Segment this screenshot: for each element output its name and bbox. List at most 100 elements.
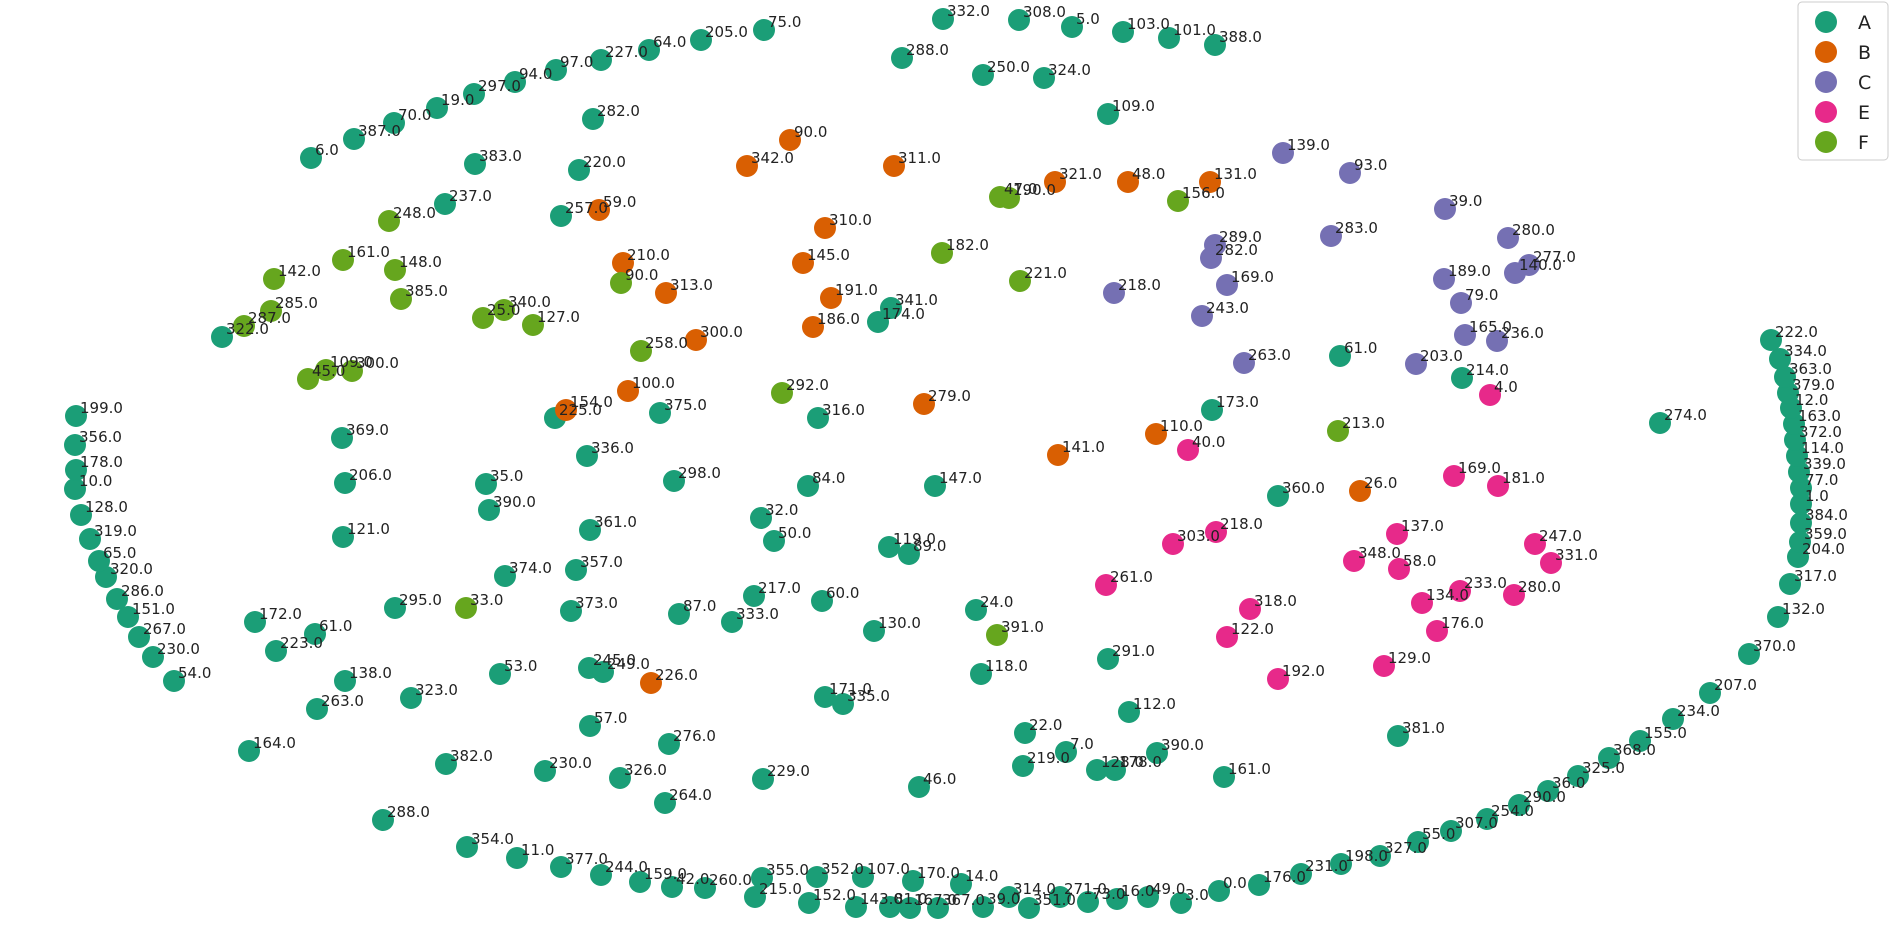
scatter-point-B-1	[555, 399, 577, 421]
point-label: 321.0	[1059, 165, 1102, 183]
point-label: 165.0	[1469, 318, 1512, 336]
point-label: 12.0	[1795, 391, 1828, 409]
point-label: 167.0	[914, 891, 957, 909]
scatter-point-C-9	[1450, 292, 1472, 314]
scatter-point-A-13	[1662, 708, 1684, 730]
scatter-point-C-6	[1204, 234, 1226, 256]
scatter-point-A-158	[1204, 34, 1226, 56]
point-label: 210.0	[627, 246, 670, 264]
scatter-point-C-13	[1497, 227, 1519, 249]
point-label: 39.0	[1449, 192, 1482, 210]
point-label: 223.0	[280, 634, 323, 652]
point-label: 258.0	[645, 334, 688, 352]
scatter-point-A-84	[1097, 648, 1119, 670]
scatter-point-A-113	[878, 536, 900, 558]
scatter-point-A-61	[163, 670, 185, 692]
point-label: 19.0	[441, 91, 474, 109]
scatter-point-C-1	[1405, 353, 1427, 375]
point-label: 134.0	[1426, 586, 1469, 604]
scatter-point-A-5	[1407, 831, 1429, 853]
point-label: 127.0	[537, 308, 580, 326]
point-label: 310.0	[829, 211, 872, 229]
point-label: 325.0	[1582, 759, 1625, 777]
point-label: 339.0	[1803, 455, 1846, 473]
point-label: 186.0	[817, 310, 860, 328]
scatter-point-A-153	[1033, 67, 1055, 89]
point-label: 383.0	[479, 147, 522, 165]
scatter-point-A-111	[863, 620, 885, 642]
scatter-point-F-13	[522, 314, 544, 336]
scatter-point-C-14	[1320, 225, 1342, 247]
scatter-point-A-68	[79, 528, 101, 550]
scatter-point-A-25	[1784, 429, 1806, 451]
point-label: 236.0	[1501, 324, 1544, 342]
point-label: 100.0	[632, 374, 675, 392]
point-label: 336.0	[591, 439, 634, 457]
point-label: 148.0	[399, 253, 442, 271]
scatter-point-A-93	[658, 733, 680, 755]
point-label: 340.0	[508, 293, 551, 311]
point-label: 154.0	[570, 393, 613, 411]
point-label: 130.0	[878, 614, 921, 632]
scatter-point-A-138	[300, 147, 322, 169]
point-label: 101.0	[1173, 21, 1216, 39]
point-label: 163.0	[1798, 407, 1841, 425]
scatter-point-A-116	[384, 597, 406, 619]
point-label: 119.0	[893, 530, 936, 548]
point-label: 190.0	[1013, 181, 1056, 199]
scatter-point-A-137	[211, 326, 233, 348]
scatter-point-A-60	[238, 740, 260, 762]
scatter-point-F-15	[263, 268, 285, 290]
point-label: 109.0	[330, 353, 373, 371]
scatter-point-F-1	[455, 597, 477, 619]
point-label: 292.0	[786, 376, 829, 394]
point-label: 81.0	[894, 890, 927, 908]
scatter-point-A-125	[797, 475, 819, 497]
point-label: 373.0	[575, 594, 618, 612]
scatter-point-A-103	[592, 661, 614, 683]
point-label: 36.0	[1552, 774, 1585, 792]
scatter-point-A-62	[142, 646, 164, 668]
point-label: 217.0	[758, 579, 801, 597]
scatter-point-A-41	[950, 873, 972, 895]
scatter-point-A-43	[902, 870, 924, 892]
scatter-point-A-78	[1012, 755, 1034, 777]
scatter-point-A-89	[654, 792, 676, 814]
point-label: 388.0	[1219, 28, 1262, 46]
point-label: 249.0	[607, 655, 650, 673]
scatter-point-A-97	[334, 670, 356, 692]
point-label: 316.0	[822, 401, 865, 419]
point-label: 132.0	[1782, 600, 1825, 618]
point-label: 169.0	[1231, 268, 1274, 286]
scatter-point-A-65	[106, 588, 128, 610]
scatter-point-A-119	[579, 519, 601, 541]
point-label: 229.0	[767, 762, 810, 780]
point-label: 277.0	[1533, 248, 1576, 266]
scatter-point-A-15	[1738, 643, 1760, 665]
scatter-point-A-71	[65, 459, 87, 481]
point-label: 214.0	[1466, 361, 1509, 379]
point-label: 176.0	[1263, 868, 1306, 886]
scatter-point-F-12	[493, 299, 515, 321]
scatter-point-E-17	[1487, 475, 1509, 497]
scatter-point-A-134	[1451, 367, 1473, 389]
point-label: 231.0	[1305, 857, 1348, 875]
scatter-point-F-5	[341, 360, 363, 382]
scatter-point-A-123	[331, 427, 353, 449]
scatter-point-A-7	[1476, 808, 1498, 830]
point-label: 139.0	[1287, 136, 1330, 154]
point-label: 112.0	[1133, 695, 1176, 713]
point-label: 254.0	[1491, 802, 1534, 820]
point-label: 374.0	[509, 559, 552, 577]
point-label: 370.0	[1753, 637, 1796, 655]
scatter-point-C-16	[1339, 162, 1361, 184]
point-label: 128.0	[1101, 753, 1144, 771]
point-label: 151.0	[132, 600, 175, 618]
scatter-point-A-129	[649, 402, 671, 424]
scatter-point-A-156	[1112, 21, 1134, 43]
scatter-point-C-7	[1454, 324, 1476, 346]
scatter-point-F-4	[315, 359, 337, 381]
points-layer	[64, 8, 1812, 919]
scatter-point-F-18	[1009, 270, 1031, 292]
scatter-point-A-163	[582, 108, 604, 130]
